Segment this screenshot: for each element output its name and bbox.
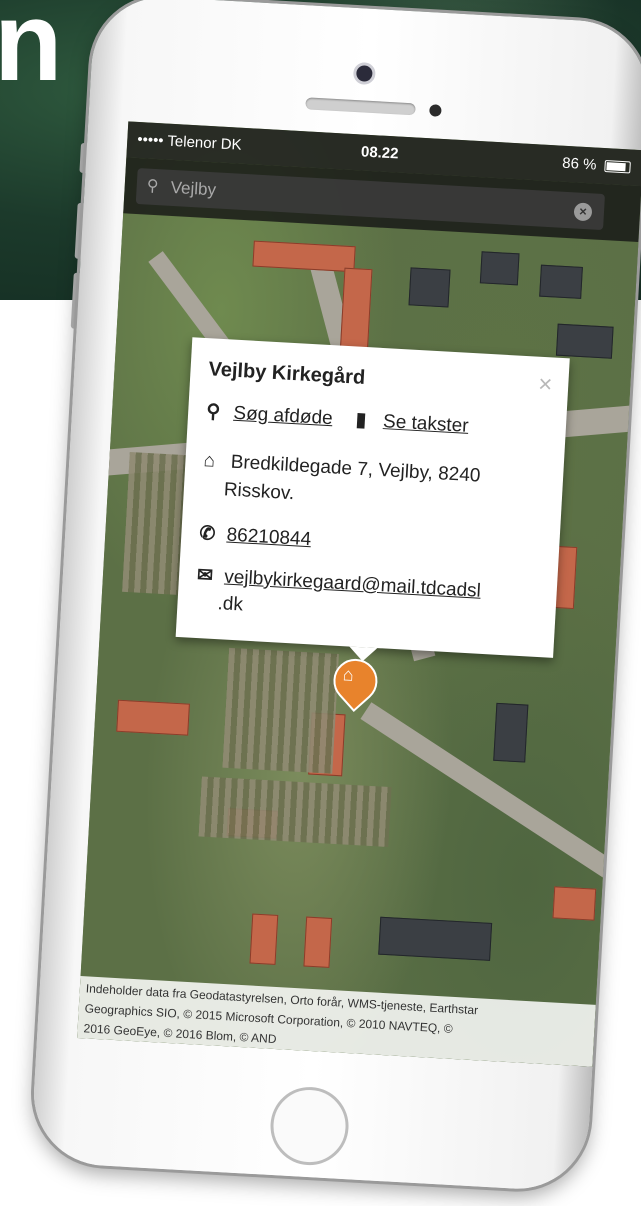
phone-body: ••••• Telenor DK 08.22 86 % ⚲ Vejlby × V…: [30, 0, 641, 1193]
background-headline: n: [0, 0, 63, 104]
building-roof: [552, 886, 597, 921]
building-roof: [116, 699, 190, 736]
search-query: Vejlby: [170, 177, 217, 200]
carrier-label: ••••• Telenor DK: [136, 130, 243, 154]
envelope-icon: ✉: [196, 564, 214, 587]
building-roof: [249, 913, 279, 965]
cemetery-plots: [222, 647, 339, 774]
building-roof: [252, 240, 356, 273]
book-icon: ▮: [355, 409, 367, 432]
building-roof: [339, 267, 373, 356]
battery-percentage: 86 %: [561, 154, 597, 174]
earpiece-speaker: [305, 97, 416, 116]
building-roof: [378, 916, 493, 961]
home-icon: ⌂: [202, 450, 216, 472]
map-road: [360, 702, 623, 884]
clear-icon[interactable]: ×: [573, 202, 593, 222]
popup-phone-row: ✆ 86210844: [199, 522, 312, 551]
house-icon: ⌂: [342, 664, 355, 685]
building-roof: [493, 702, 529, 763]
search-icon: ⚲: [205, 401, 221, 423]
building-roof: [479, 251, 520, 286]
search-deceased-link[interactable]: Søg afdøde: [232, 402, 334, 430]
status-time: 08.22: [360, 143, 399, 163]
popup-title: Vejlby Kirkegård: [208, 358, 366, 389]
email-link-line1[interactable]: vejlbykirkegaard@mail.tdcadsl: [223, 566, 482, 602]
address-line2: Risskov.: [223, 479, 295, 505]
email-link-line2[interactable]: .dk: [216, 593, 244, 616]
home-button[interactable]: [268, 1084, 351, 1168]
proximity-sensor: [429, 104, 442, 117]
battery-indicator: 86 %: [562, 155, 631, 176]
location-popup: Vejlby Kirkegård × ⚲ Søg afdøde ▮ Se tak…: [175, 337, 570, 658]
building-roof: [555, 323, 614, 359]
close-icon[interactable]: ×: [537, 370, 554, 399]
popup-links-row: ⚲ Søg afdøde ▮ Se takster: [206, 400, 470, 438]
search-icon: ⚲: [146, 177, 159, 196]
battery-icon: [604, 160, 631, 174]
building-roof: [303, 916, 333, 968]
rates-link[interactable]: Se takster: [382, 411, 470, 437]
cemetery-plots: [198, 776, 392, 848]
building-roof: [539, 264, 583, 299]
building-roof: [408, 267, 451, 308]
phone-icon: ✆: [198, 523, 216, 545]
phone-screen: ••••• Telenor DK 08.22 86 % ⚲ Vejlby × V…: [77, 121, 641, 1067]
front-camera: [352, 61, 376, 86]
phone-device: ••••• Telenor DK 08.22 86 % ⚲ Vejlby × V…: [9, 0, 641, 1206]
phone-link[interactable]: 86210844: [226, 524, 312, 551]
